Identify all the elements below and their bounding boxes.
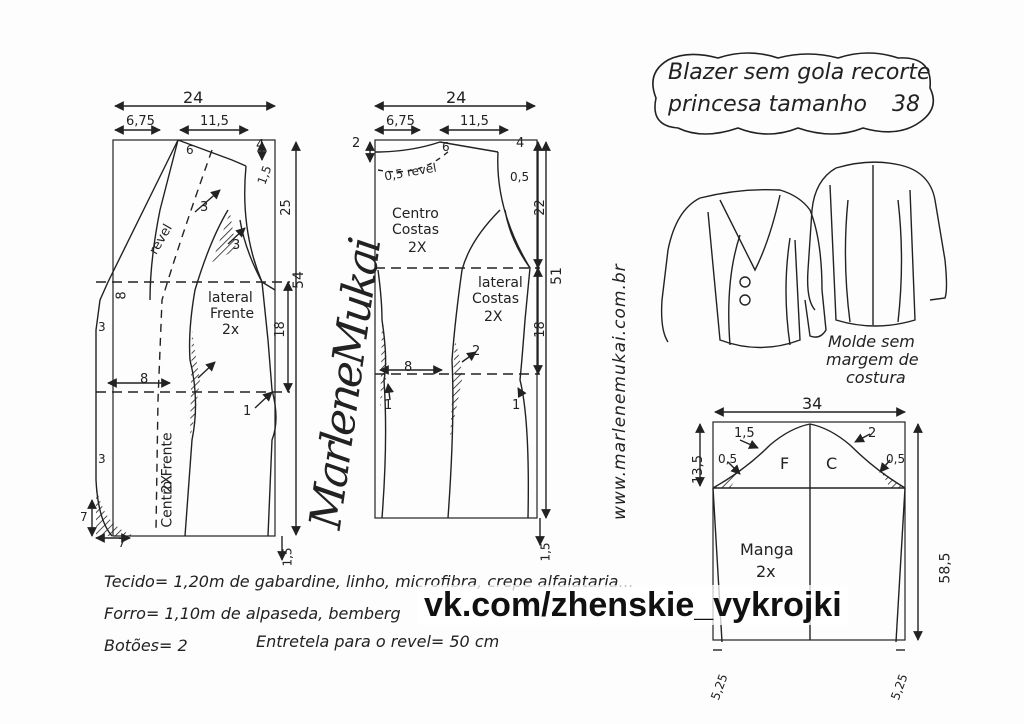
- sleeve-front-curve: 1,5: [734, 426, 755, 441]
- back-piece: [365, 101, 551, 546]
- materials-interfacing: Entretela para o revel= 50 cm: [256, 632, 500, 651]
- back-lateral-label-2: Costas: [472, 291, 519, 307]
- back-lateral-qty: 2X: [484, 309, 503, 325]
- back-shoulder-drop: 4: [516, 136, 525, 151]
- sleeve-pattern: [695, 407, 923, 651]
- materials-buttons: Botões= 2: [104, 636, 188, 655]
- front-left-offset: 3: [98, 320, 106, 334]
- front-dart-mark-3a: 3: [200, 200, 209, 215]
- front-waist-to-hip: 18: [272, 321, 288, 338]
- back-width-top: 24: [446, 88, 467, 107]
- front-neck-small: 6: [186, 143, 194, 157]
- front-center-qty: 2X: [159, 474, 176, 494]
- back-dart-mark-2: 2: [472, 344, 481, 359]
- materials-lining: Forro= 1,10m de alpaseda, bemberg: [104, 604, 401, 623]
- sleeve-name: Manga: [740, 540, 794, 559]
- back-lateral-label-1: lateral: [478, 275, 523, 291]
- front-lateral-label-2: Frente: [210, 306, 255, 322]
- sleeve-back-point: 0,5: [886, 452, 906, 466]
- front-split-right: 11,5: [200, 114, 229, 129]
- back-waist-to-hip: 18: [532, 321, 548, 338]
- back-hem-ext: 1,5: [538, 542, 553, 562]
- front-dart-mark-3b: 3: [232, 238, 241, 253]
- front-hem-left: 3: [98, 452, 106, 466]
- sleeve-front-point: 0,5: [718, 452, 738, 466]
- blazer-sketch-back: [806, 161, 948, 327]
- mold-note-line-1: Molde sem: [828, 332, 915, 351]
- front-lateral-qty: 2x: [222, 322, 240, 338]
- blazer-sketch-front: [660, 189, 827, 349]
- title-cloud: [652, 52, 935, 135]
- website-url: www.marlenemukai.com.br: [610, 263, 630, 520]
- front-armhole-depth: 25: [278, 199, 294, 216]
- back-center-qty: 2X: [408, 240, 427, 256]
- back-neck-small: 6: [442, 140, 450, 154]
- title-line-2: princesa tamanho 38: [668, 92, 920, 117]
- front-lateral-label: lateral: [208, 290, 253, 306]
- back-split-right: 11,5: [460, 114, 489, 129]
- front-total-length: 54: [290, 271, 307, 289]
- front-width-top: 24: [183, 88, 204, 107]
- front-shoulder-drop: 4: [256, 138, 265, 153]
- back-total-length: 51: [548, 267, 565, 285]
- front-hem-curve-h: 7: [118, 536, 126, 550]
- mold-note-line-3: costura: [846, 368, 906, 387]
- sleeve-total-length: 58,5: [937, 552, 954, 584]
- front-hem-ext: 1,5: [280, 547, 295, 567]
- sleeve-cap-height: 13,5: [690, 455, 706, 484]
- mold-note-line-2: margem de: [826, 350, 919, 369]
- sleeve-front-label: F: [780, 454, 790, 473]
- back-center-label-2: Costas: [392, 222, 439, 238]
- watermark-link[interactable]: vk.com/zhenskie_vykrojki: [418, 585, 848, 625]
- front-bust-offset: 8: [114, 291, 130, 300]
- sleeve-qty: 2x: [756, 562, 776, 581]
- back-split-left: 6,75: [386, 114, 415, 129]
- front-hem-curve-v: 7: [80, 510, 88, 524]
- back-upper-length: 22: [532, 199, 548, 216]
- sleeve-width-top: 34: [802, 394, 823, 413]
- back-mark-1a: 1: [384, 398, 393, 413]
- back-center-label-1: Centro: [392, 206, 439, 222]
- title-line-1: Blazer sem gola recorte: [668, 60, 931, 85]
- front-dart-mark-1: 1: [243, 404, 252, 419]
- sleeve-back-label: C: [826, 454, 838, 473]
- front-piece: [87, 101, 301, 561]
- back-mark-1b: 1: [512, 398, 521, 413]
- title-size: 38: [892, 92, 920, 117]
- title-line-2-text: princesa tamanho: [668, 92, 867, 117]
- front-split-left: 6,75: [126, 114, 155, 129]
- front-waist-line: 8: [140, 372, 149, 387]
- back-waist-line: 8: [404, 360, 413, 375]
- sleeve-back-curve: 2: [868, 426, 877, 441]
- back-neck-drop: 2: [352, 136, 361, 151]
- back-shoulder-point: 0,5: [510, 170, 530, 184]
